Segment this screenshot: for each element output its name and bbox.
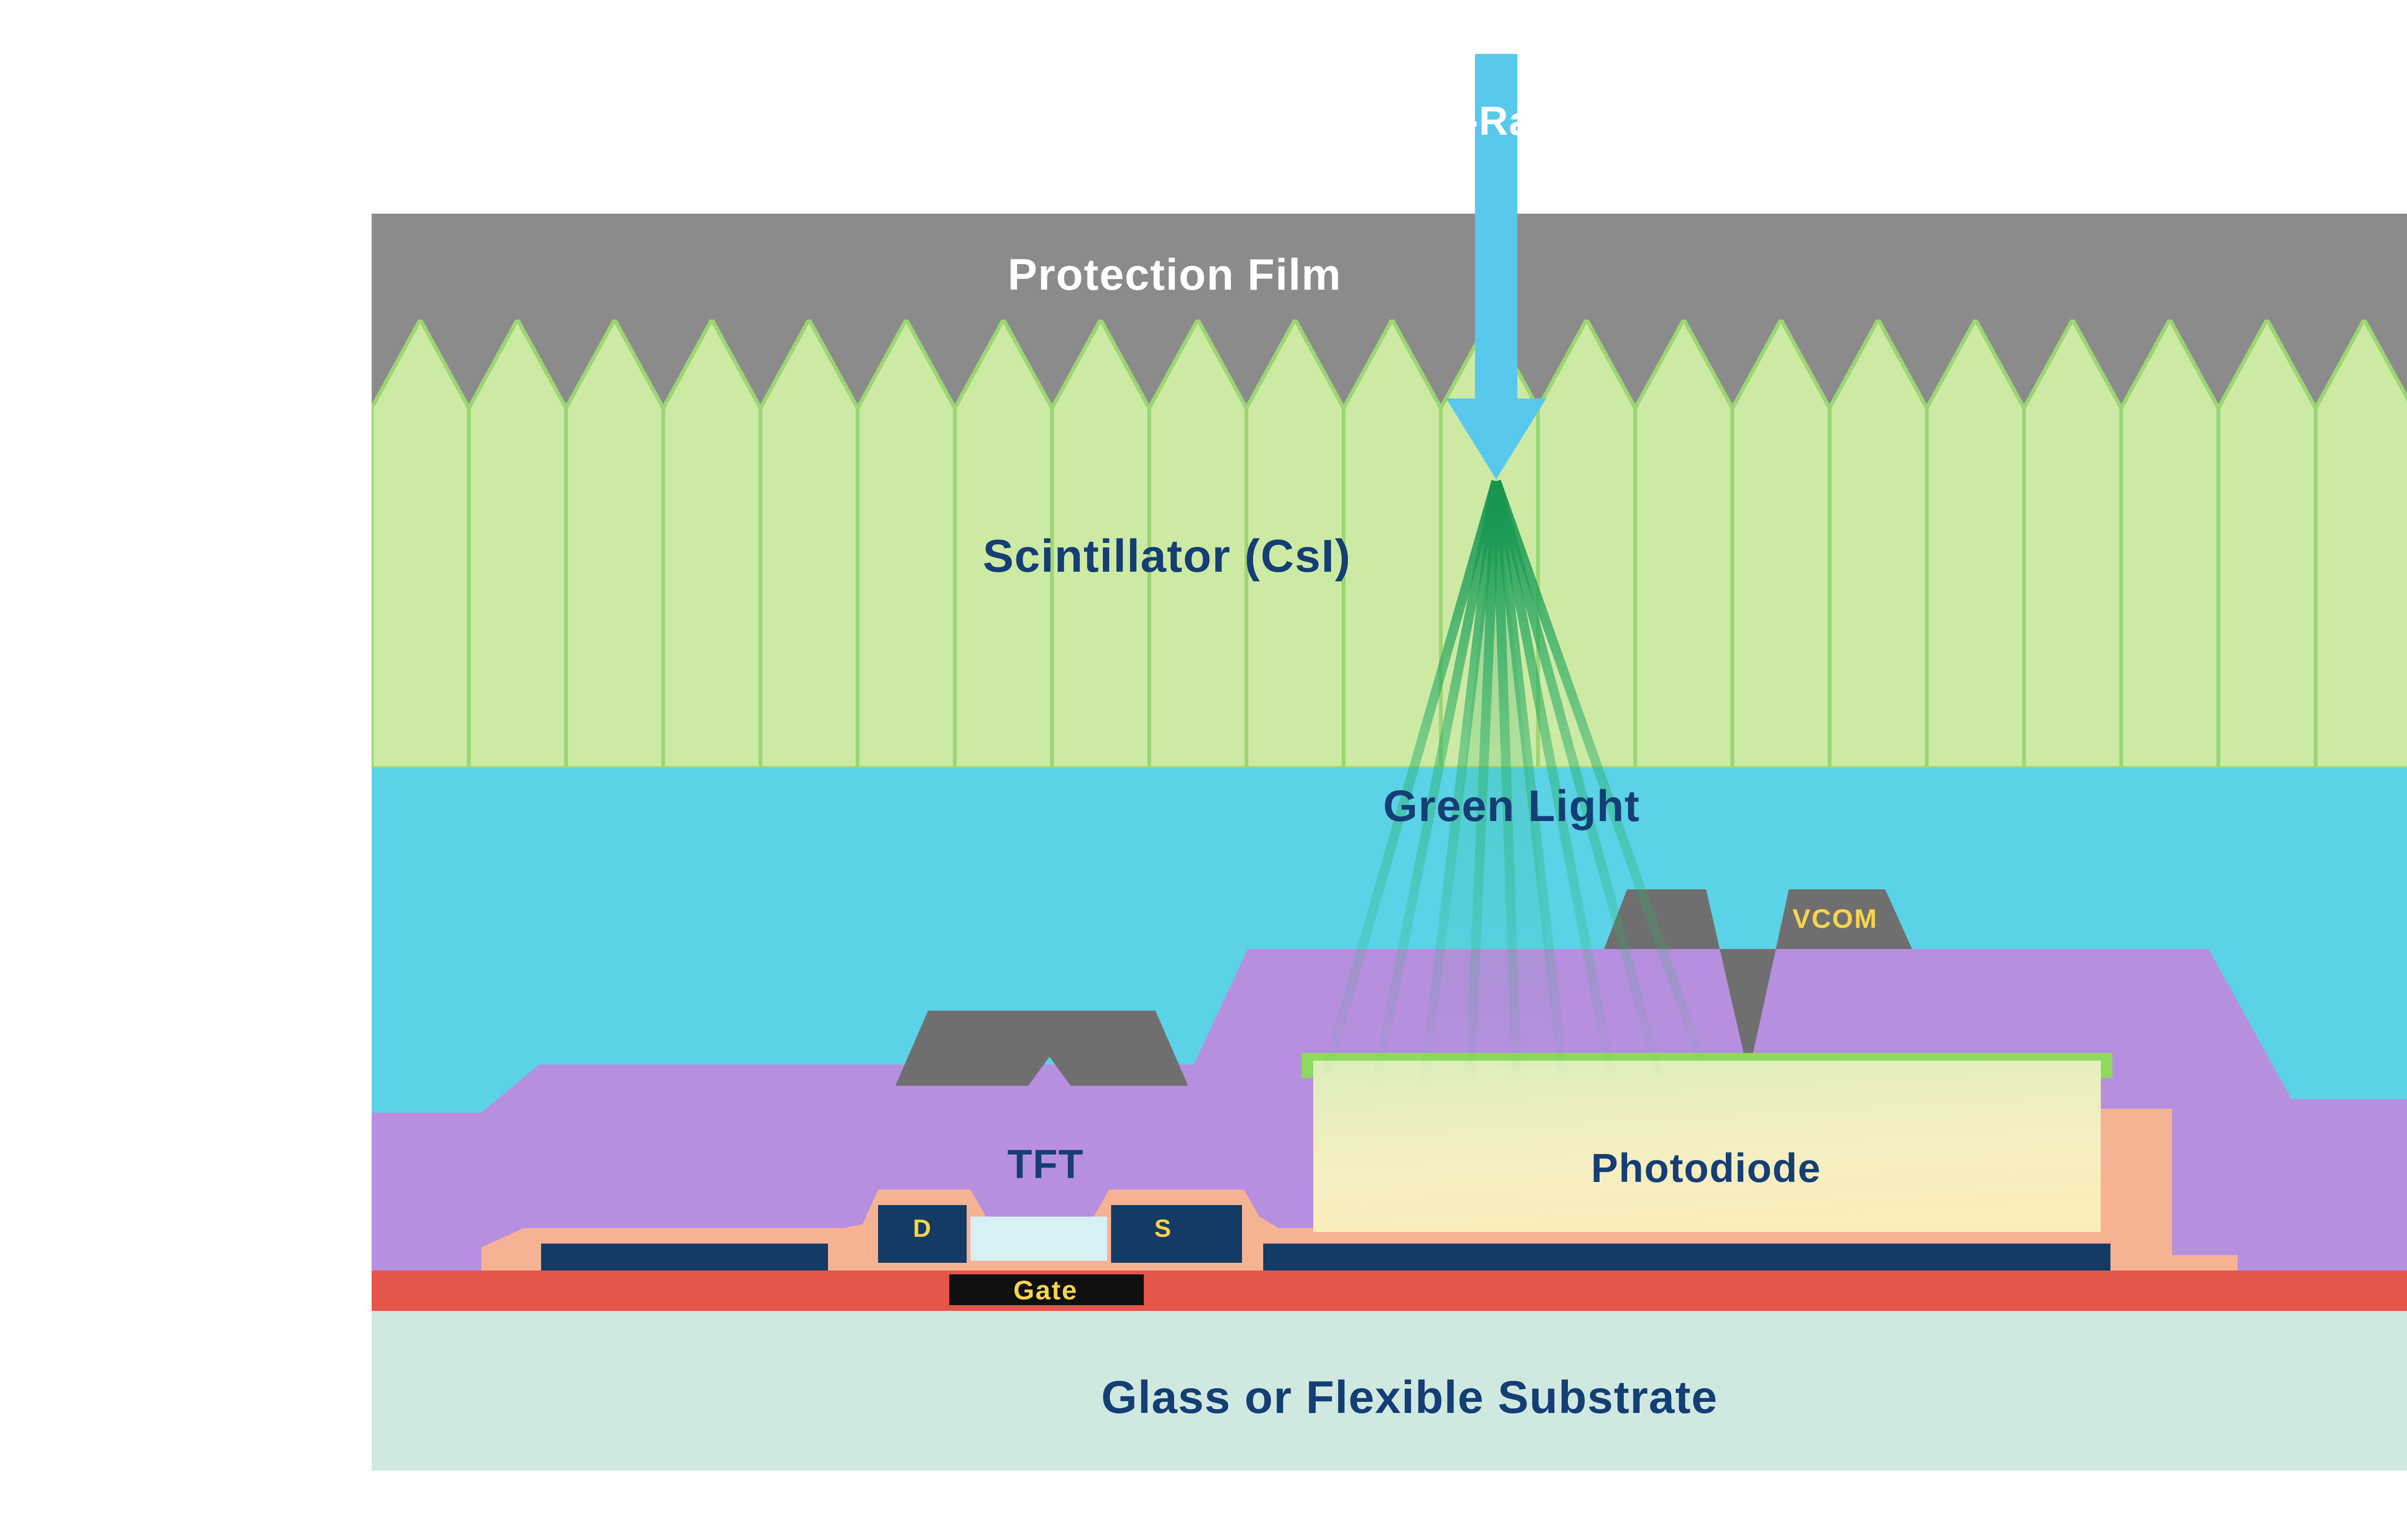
tft-channel [971, 1217, 1107, 1261]
tft-label: TFT [1007, 1143, 1084, 1188]
xray-label: X-Ray [1436, 100, 1556, 144]
gate-label: Gate [1013, 1274, 1078, 1305]
substrate-layer [372, 1311, 2407, 1471]
vcom-electrode [1604, 889, 1912, 1074]
vcom-label: VCOM [1792, 903, 1878, 934]
substrate-label: Glass or Flexible Substrate [1101, 1373, 1718, 1424]
photodiode-label: Photodiode [1591, 1147, 1821, 1192]
green-light-rays [1320, 477, 1707, 1098]
scintillator-label: Scintillator (CsI) [983, 531, 1351, 583]
left-electrode [895, 1011, 1188, 1086]
source-electrode [1111, 1205, 1242, 1263]
green-light-label: Green Light [1383, 781, 1640, 831]
source-label: S [1154, 1214, 1172, 1243]
red-insulator-layer [372, 1270, 2407, 1311]
scintillator-columns [372, 320, 2407, 768]
metal-line-left [541, 1244, 828, 1270]
drain-electrode [878, 1205, 967, 1263]
protection-film-label: Protection Film [1008, 249, 1342, 299]
gate-electrode [949, 1274, 1144, 1305]
photodiode-body [1313, 1061, 2101, 1232]
metal-line-right [1263, 1244, 2110, 1270]
xray-arrow [1446, 54, 1546, 479]
drain-label: D [913, 1214, 932, 1243]
